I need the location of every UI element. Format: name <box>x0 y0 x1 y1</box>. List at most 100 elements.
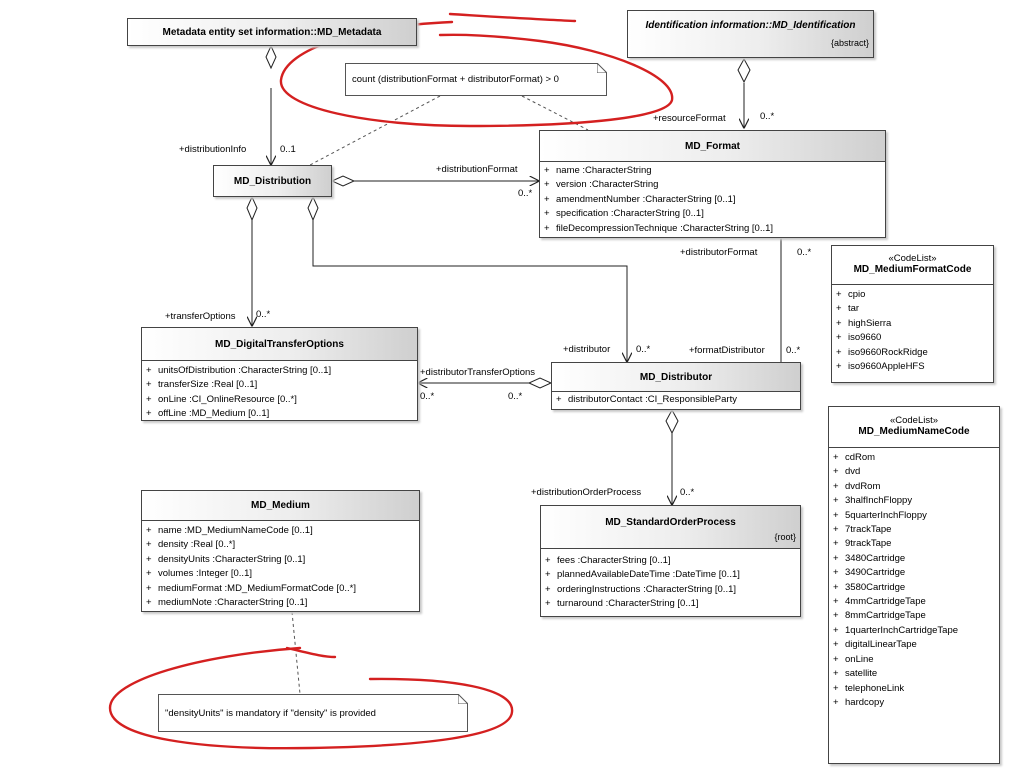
class-name: MD_StandardOrderProcess <box>605 517 736 528</box>
class-name: Metadata entity set information::MD_Meta… <box>162 26 382 38</box>
class-md-identification[interactable]: Identification information::MD_Identific… <box>627 10 874 58</box>
stereotype-label: «CodeList» <box>888 253 937 264</box>
class-md-distributor[interactable]: MD_Distributor +distributorContact :CI_R… <box>551 362 801 410</box>
attribute-list: +unitsOfDistribution :CharacterString [0… <box>142 361 417 424</box>
attribute-row: +offLine :MD_Medium [0..1] <box>146 408 270 420</box>
attribute-row: +unitsOfDistribution :CharacterString [0… <box>146 365 332 376</box>
enum-literal: +cdRom <box>833 452 876 463</box>
note-fold <box>597 63 607 73</box>
multiplicity-label: 0..* <box>420 391 435 402</box>
class-header: Metadata entity set information::MD_Meta… <box>128 19 416 45</box>
class-md-medium[interactable]: MD_Medium +name :MD_MediumNameCode [0..1… <box>141 490 420 612</box>
aggregation-diamond <box>246 195 258 222</box>
aggregation-diamond <box>265 44 277 70</box>
enum-literal: +4mmCartridgeTape <box>833 596 926 608</box>
class-header: Identification information::MD_Identific… <box>628 11 873 57</box>
note-text: count (distributionFormat + distributorF… <box>352 74 559 85</box>
aggregation-diamond <box>737 57 751 84</box>
role-label: +distributionInfo <box>179 144 247 155</box>
note-text: "densityUnits" is mandatory if "density"… <box>165 707 376 719</box>
class-name: MD_DigitalTransferOptions <box>215 338 344 350</box>
class-name: MD_Distributor <box>639 371 713 383</box>
class-header: MD_Format <box>540 131 885 162</box>
attribute-row: +onLine :CI_OnlineResource [0..*] <box>146 393 297 405</box>
class-header: MD_StandardOrderProcess {root} <box>541 506 800 549</box>
attribute-row: +plannedAvailableDateTime :DateTime [0..… <box>545 569 740 581</box>
attribute-row: +volumes :Integer [0..1] <box>146 568 252 580</box>
class-md-medium-name-code[interactable]: «CodeList» MD_MediumNameCode +cdRom+dvd+… <box>828 406 1000 764</box>
stereotype-label: «CodeList» <box>889 415 939 426</box>
class-md-format[interactable]: MD_Format +name :CharacterString +versio… <box>539 130 886 238</box>
attribute-row: +mediumFormat :MD_MediumFormatCode [0..*… <box>146 582 356 594</box>
constraint-note-format: count (distributionFormat + distributorF… <box>345 63 607 96</box>
enum-literal: +iso9660 <box>836 332 882 344</box>
enum-list: +cdRom +dvd +dvdRom +3halfInchFloppy +5quart… <box>829 448 999 712</box>
multiplicity-label: 0..* <box>508 391 523 402</box>
enum-literal: +satellite <box>833 668 878 680</box>
enum-literal: +onLine <box>833 653 874 665</box>
assoc-distribution-distributor <box>312 220 627 362</box>
class-name: MD_MediumNameCode <box>858 426 970 437</box>
multiplicity-label: 0..* <box>797 247 812 258</box>
enum-literal: +dvdRom <box>833 480 881 492</box>
attribute-list: +name :CharacterString +version :Charact… <box>540 162 885 238</box>
enum-literal: +hardcopy <box>833 696 885 708</box>
class-name: MD_Distribution <box>233 175 312 187</box>
note-link <box>291 611 301 695</box>
class-md-standard-order-process[interactable]: MD_StandardOrderProcess {root} +fees :Ch… <box>540 505 801 617</box>
class-name: MD_MediumFormatCode <box>853 264 972 275</box>
attribute-row: +distributorContact :CI_ResponsibleParty <box>556 394 737 405</box>
red-annotation-ellipse <box>108 646 514 750</box>
role-label: +distributor <box>563 344 611 355</box>
class-header: MD_DigitalTransferOptions <box>142 328 417 361</box>
role-label: +distributorTransferOptions <box>420 367 536 378</box>
role-label: +resourceFormat <box>653 113 726 124</box>
enum-literal: +dvd <box>833 466 861 478</box>
role-label: +distributionFormat <box>436 164 518 175</box>
class-header: MD_Medium <box>142 491 419 521</box>
attribute-row: +turnaround :CharacterString [0..1] <box>545 598 699 610</box>
multiplicity-label: 0..* <box>680 487 695 498</box>
attribute-list: +distributorContact :CI_ResponsibleParty <box>552 392 800 409</box>
enum-literal: +3halfInchFloppy <box>833 495 913 507</box>
note-fold <box>458 694 468 704</box>
note-link <box>309 95 441 166</box>
attribute-list: +fees :CharacterString [0..1] +plannedAv… <box>541 549 800 614</box>
attribute-row: +densityUnits :CharacterString [0..1] <box>146 553 306 565</box>
class-md-medium-format-code[interactable]: «CodeList» MD_MediumFormatCode +cpio +ta… <box>831 245 994 383</box>
class-md-distribution[interactable]: MD_Distribution <box>213 165 332 197</box>
class-name: Identification information::MD_Identific… <box>645 20 856 31</box>
attribute-list: +name :MD_MediumNameCode [0..1] +density… <box>142 521 419 612</box>
class-md-metadata[interactable]: Metadata entity set information::MD_Meta… <box>127 18 417 46</box>
enum-literal: +5quarterInchFloppy <box>833 509 927 521</box>
enum-literal: +9trackTape <box>833 538 892 550</box>
abstract-tag: {abstract} <box>830 38 869 48</box>
role-label: +transferOptions <box>165 311 236 322</box>
aggregation-diamond <box>665 408 679 435</box>
multiplicity-label: 0..* <box>518 188 533 199</box>
attribute-row: +version :CharacterString <box>544 179 659 191</box>
aggregation-diamond <box>330 175 356 187</box>
multiplicity-label: 0..* <box>256 309 271 320</box>
root-tag: {root} <box>774 532 796 542</box>
enum-literal: +digitalLinearTape <box>833 639 917 651</box>
attribute-row: +fileDecompressionTechnique :CharacterSt… <box>544 222 774 234</box>
enum-literal: +7trackTape <box>833 524 892 536</box>
aggregation-diamond <box>527 377 553 389</box>
class-header: MD_Distributor <box>552 363 800 392</box>
class-md-digital-transfer-options[interactable]: MD_DigitalTransferOptions +unitsOfDistri… <box>141 327 418 421</box>
aggregation-diamond <box>307 195 319 222</box>
red-annotation-underline <box>448 12 577 23</box>
class-header: «CodeList» MD_MediumFormatCode <box>832 246 993 285</box>
constraint-note-density: "densityUnits" is mandatory if "density"… <box>158 694 468 732</box>
enum-literal: +1quarterInchCartridgeTape <box>833 624 959 636</box>
enum-literal: +cpio <box>836 289 866 300</box>
attribute-row: +fees :CharacterString [0..1] <box>545 555 671 566</box>
role-label: +distributorFormat <box>680 247 758 258</box>
note-link <box>521 95 589 131</box>
role-label: +distributionOrderProcess <box>531 487 642 498</box>
attribute-row: +transferSize :Real [0..1] <box>146 379 258 391</box>
attribute-row: +orderingInstructions :CharacterString [… <box>545 583 737 595</box>
attribute-row: +name :MD_MediumNameCode [0..1] <box>146 525 313 536</box>
